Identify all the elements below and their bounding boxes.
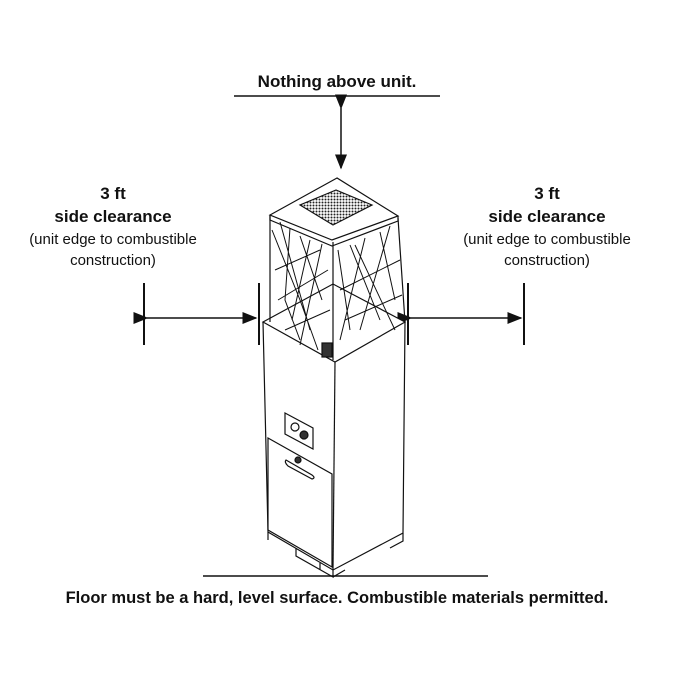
- left-note-1: (unit edge to combustible: [29, 231, 197, 248]
- mesh-vent: [298, 189, 374, 226]
- right-note-1: (unit edge to combustible: [463, 231, 631, 248]
- right-note-2: construction): [504, 252, 590, 269]
- patio-heater: [261, 177, 407, 579]
- right-distance: 3 ft: [534, 184, 560, 203]
- left-note-2: construction): [70, 252, 156, 269]
- top-clearance-label: Nothing above unit.: [257, 72, 417, 91]
- left-title: side clearance: [54, 207, 172, 226]
- right-title: side clearance: [488, 207, 606, 226]
- floor-label: Floor must be a hard, level surface. Com…: [65, 589, 609, 607]
- left-distance: 3 ft: [100, 184, 126, 203]
